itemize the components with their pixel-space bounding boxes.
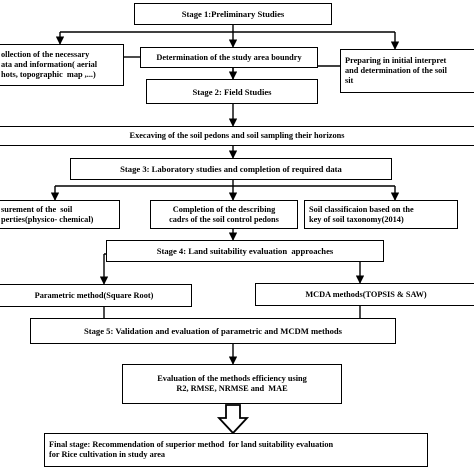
stage2-title: Stage 2: Field Studies (192, 86, 272, 97)
collection-text: ollection of the necessary ata and infor… (1, 50, 98, 79)
completion-box: Completion of the describing cadrs of th… (150, 200, 298, 229)
interpret-text: Preparing in initial interpret and deter… (345, 56, 447, 85)
parametric-text: Parametric method(Square Root) (34, 290, 154, 300)
classification-box: Soil classificaion based on the key of s… (304, 200, 458, 229)
stage4-box: Stage 4: Land suitability evaluation app… (106, 240, 384, 262)
stage4-title: Stage 4: Land suitability evaluation app… (156, 246, 334, 256)
evaluation-box: Evaluation of the methods efficiency usi… (122, 364, 342, 404)
final-box: Final stage: Recommendation of superior … (44, 433, 428, 467)
mcda-box: MCDA methods(TOPSIS & SAW) (255, 283, 474, 306)
parametric-box: Parametric method(Square Root) (0, 284, 192, 307)
excavating-box: Execaving of the soil pedons and soil sa… (0, 126, 474, 146)
completion-text: Completion of the describing cadrs of th… (169, 204, 279, 224)
stage2-box: Stage 2: Field Studies (146, 79, 318, 104)
stage1-box: Stage 1:Preliminary Studies (134, 3, 332, 25)
excavating-text: Execaving of the soil pedons and soil sa… (129, 131, 345, 140)
stage3-title: Stage 3: Laboratory studies and completi… (120, 164, 342, 174)
collection-box: ollection of the necessary ata and infor… (0, 44, 124, 86)
stage5-box: Stage 5: Validation and evaluation of pa… (30, 318, 396, 344)
stage1-title: Stage 1:Preliminary Studies (181, 9, 285, 19)
block-arrow-to-final (216, 404, 250, 435)
mcda-text: MCDA methods(TOPSIS & SAW) (305, 289, 427, 299)
final-text: Final stage: Recommendation of superior … (49, 440, 334, 459)
boundary-text: Determination of the study area boundry (156, 52, 302, 62)
boundary-box: Determination of the study area boundry (140, 47, 318, 68)
measurement-text: surement of the soil perties(physico- ch… (1, 204, 94, 224)
interpret-box: Preparing in initial interpret and deter… (340, 49, 474, 93)
stage3-box: Stage 3: Laboratory studies and completi… (70, 158, 392, 180)
evaluation-text: Evaluation of the methods efficiency usi… (157, 374, 307, 393)
classification-text: Soil classificaion based on the key of s… (309, 204, 414, 224)
stage5-title: Stage 5: Validation and evaluation of pa… (83, 326, 343, 336)
measurement-box: surement of the soil perties(physico- ch… (0, 200, 120, 229)
